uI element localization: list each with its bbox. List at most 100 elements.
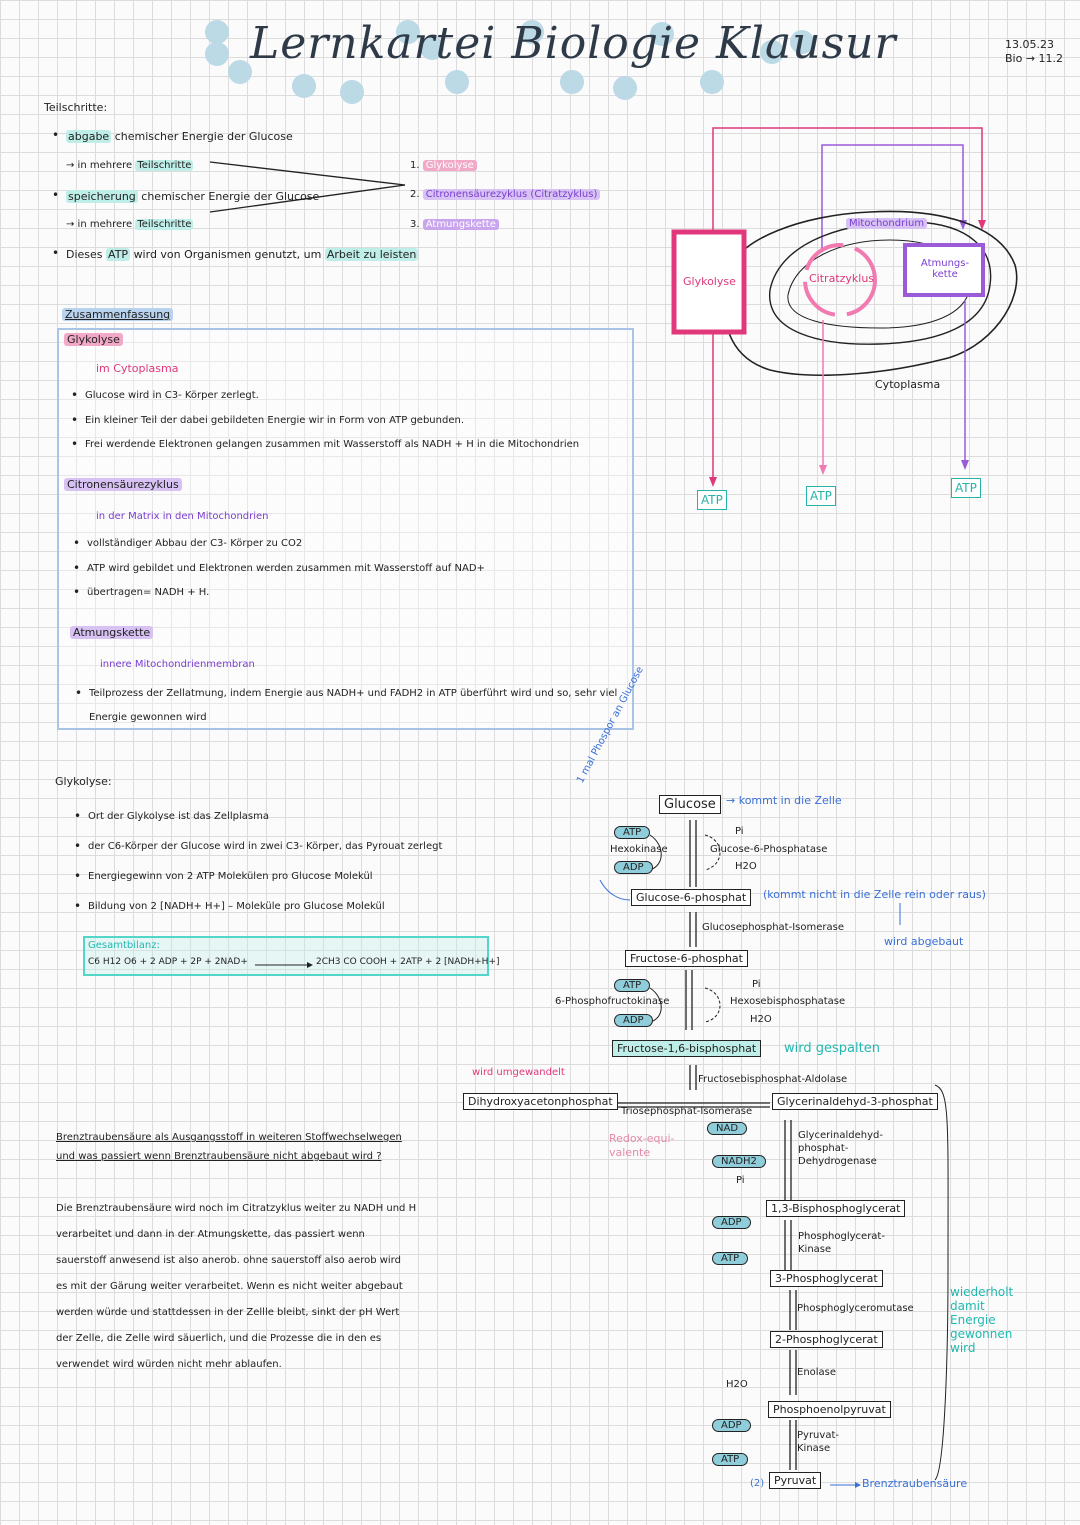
pfk-label: 6-Phosphofructokinase <box>555 996 670 1007</box>
brenz-line-3: sauerstoff anwesend ist also anerob. ohn… <box>56 1255 401 1266</box>
teilschritte-line-4: → in mehrere Teilschritte <box>66 219 194 230</box>
hexokinase-label: Hexokinase <box>610 844 668 855</box>
cell-citrat-label: Citratzyklus <box>809 272 875 285</box>
zf-atmung-location: innere Mitochondrienmembran <box>100 659 255 670</box>
adp-pill-1: ADP <box>614 861 653 874</box>
zf-citrat-title: Citronensäurezyklus <box>64 478 182 491</box>
zf-atmung-title: Atmungskette <box>70 626 154 639</box>
line5-text-a: Dieses <box>66 248 103 261</box>
step-2: 2. Citronensäurezyklus (Citratzyklus) <box>410 189 601 200</box>
zf-citrat-location: in der Matrix in den Mitochondrien <box>96 511 269 522</box>
brenz-note: Brenztraubensäure <box>862 1477 968 1490</box>
step-3-label: Atmungskette <box>422 219 499 230</box>
zf-glykolyse-point-1: Glucose wird in C3- Körper zerlegt. <box>71 388 259 402</box>
zf-atmung-point-1: Teilprozess der Zellatmung, indem Energi… <box>75 686 617 700</box>
gesamtbilanz-left: C6 H12 O6 + 2 ADP + 2P + 2NAD+ <box>88 957 248 967</box>
cell-glykolyse-label: Glykolyse <box>683 275 736 288</box>
atp-highlight: ATP <box>106 248 131 261</box>
brenz-line-2: verarbeitet und dann in der Atmungskette… <box>56 1229 365 1240</box>
f6p-box: Fructose-6-phosphat <box>625 950 748 967</box>
glyk-point-4: Bildung von 2 [NADH+ H+] – Moleküle pro … <box>74 899 385 913</box>
tpi-label: Triosephosphat-Isomerase <box>621 1106 753 1117</box>
zf-citrat-point-1: vollständiger Abbau der C3- Körper zu CO… <box>73 536 302 550</box>
teilschritte-line-1: abgabe chemischer Energie der Glucose <box>66 130 293 143</box>
brenz-line-7: verwendet wird würden nicht mehr ablaufe… <box>56 1359 282 1370</box>
page-title: Lernkartei Biologie Klausur <box>250 18 897 69</box>
speicherung-highlight: speicherung <box>66 190 138 203</box>
pyruvat-box: Pyruvat <box>769 1472 822 1489</box>
step-1-label: Glykolyse <box>422 160 477 171</box>
step-3-num: 3. <box>410 219 420 230</box>
cell-atmung-label: Atmungs-kette <box>920 258 970 280</box>
pi-1: Pi <box>735 826 744 837</box>
pk-label: Pyruvat-Kinase <box>797 1430 839 1454</box>
h2o-1: H2O <box>735 861 757 872</box>
glykolyse-heading: Glykolyse: <box>55 775 112 788</box>
brenz-line-1: Die Brenztraubensäure wird noch im Citra… <box>56 1203 417 1214</box>
pathway-arrows <box>599 820 949 1488</box>
glucose-note: → kommt in die Zelle <box>726 794 842 807</box>
gesamtbilanz-box <box>83 936 489 976</box>
glucose-box: Glucose <box>659 795 721 814</box>
pyruvat-count: (2) <box>750 1478 765 1489</box>
teilschritte-heading: Teilschritte: <box>44 101 108 114</box>
cell-diagram <box>671 127 1018 487</box>
adp-pill-3: ADP <box>712 1216 751 1229</box>
teilschritte-line-5: Dieses ATP wird von Organismen genutzt, … <box>66 248 419 261</box>
f16bp-box: Fructose-1,6-bisphosphat <box>612 1040 762 1057</box>
brenz-answer: Die Brenztraubensäure wird noch im Citra… <box>56 1196 416 1378</box>
step-3: 3. Atmungskette <box>410 219 499 230</box>
pi-2: Pi <box>752 979 761 990</box>
zf-glykolyse-point-2: Ein kleiner Teil der dabei gebildeten En… <box>71 413 464 427</box>
step-1-num: 1. <box>410 160 420 171</box>
line3-text: chemischer Energie der Glucose <box>141 190 320 203</box>
adp-pill-2: ADP <box>614 1014 653 1027</box>
gespalten-note: wird gespalten <box>784 1041 880 1056</box>
g6phosphatase-label: Glucose-6-Phosphatase <box>710 844 828 855</box>
gesamtbilanz-arrow-icon <box>255 962 313 968</box>
brenz-line-4: es mit der Gärung weiter verarbeitet. We… <box>56 1281 403 1292</box>
split-arrow <box>210 161 406 213</box>
zf-glykolyse-location: im Cytoplasma <box>96 362 179 375</box>
brenz-question-2: und was passiert wenn Brenztraubensäure … <box>56 1151 382 1162</box>
isomerase-label: Glucosephosphat-Isomerase <box>702 922 844 933</box>
gapdh-label: Glycerinaldehyd-phosphat-Dehydrogenase <box>798 1130 883 1167</box>
course: Bio → 11.2 <box>1005 52 1064 65</box>
abgebaut-note: wird abgebaut <box>884 935 964 948</box>
hexbis-label: Hexosebisphosphatase <box>730 996 846 1007</box>
pg2-box: 2-Phosphoglycerat <box>770 1331 883 1348</box>
nadh2-pill: NADH2 <box>712 1155 766 1168</box>
dhap-box: Dihydroxyacetonphosphat <box>463 1093 618 1110</box>
step-1: 1. Glykolyse <box>410 160 477 171</box>
date: 13.05.23 <box>1005 38 1054 51</box>
zf-atmung-point-2: Energie gewonnen wird <box>89 712 207 723</box>
h2o-3: H2O <box>726 1379 748 1390</box>
zf-citrat-point-2: ATP wird gebildet und Elektronen werden … <box>73 561 485 575</box>
redox-note: Redox-equi-valente <box>609 1132 675 1159</box>
atp-pill-4: ATP <box>712 1453 749 1466</box>
glyk-point-2: der C6-Körper der Glucose wird in zwei C… <box>74 839 442 853</box>
line4-text: → in mehrere <box>66 219 133 230</box>
g3p-box: Glycerinaldehyd-3-phosphat <box>772 1093 938 1110</box>
pg3-box: 3-Phosphoglycerat <box>770 1270 883 1287</box>
line1-text: chemischer Energie der Glucose <box>114 130 293 143</box>
adp-pill-4: ADP <box>712 1419 751 1432</box>
atp-pill-2: ATP <box>614 979 651 992</box>
pi-3: Pi <box>736 1175 745 1186</box>
arbeit-highlight: Arbeit zu leisten <box>324 248 419 261</box>
cell-mito-label: Mitochondrium <box>846 218 928 229</box>
gesamtbilanz-title: Gesamtbilanz: <box>88 940 160 951</box>
zf-citrat-point-3: übertragen= NADH + H. <box>73 585 209 599</box>
g6p-box: Glucose-6-phosphat <box>631 889 752 906</box>
zf-glykolyse-point-3: Frei werdende Elektronen gelangen zusamm… <box>71 437 579 451</box>
brenz-line-6: der Zelle, die Zelle wird säuerlich, und… <box>56 1333 382 1344</box>
cell-cyto-label: Cytoplasma <box>875 378 941 391</box>
enolase-label: Enolase <box>797 1367 837 1378</box>
zf-glykolyse-title: Glykolyse <box>64 333 123 346</box>
pgm-label: Phosphoglyceromutase <box>797 1303 914 1314</box>
atp-pill-3: ATP <box>712 1252 749 1265</box>
line2-text: → in mehrere <box>66 160 133 171</box>
glyk-point-1: Ort der Glykolyse ist das Zellplasma <box>74 809 269 823</box>
umgewandelt-note: wird umgewandelt <box>472 1067 565 1078</box>
atp-pill-1: ATP <box>614 826 651 839</box>
